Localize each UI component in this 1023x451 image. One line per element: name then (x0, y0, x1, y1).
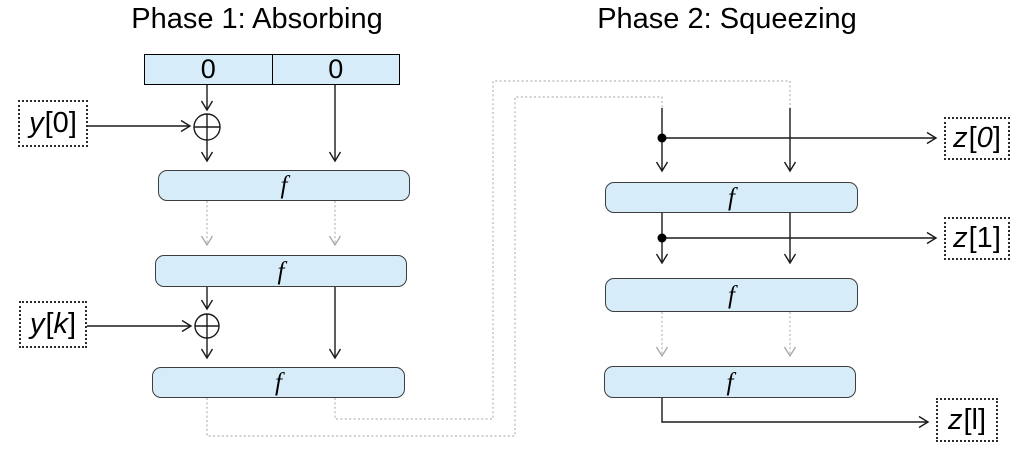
wire-feedback-left (206, 96, 663, 437)
f-label: f (728, 281, 735, 309)
wire-f6-to-zl (661, 398, 930, 429)
f-label: f (280, 172, 288, 199)
f-box-absorb-2: f (155, 255, 407, 287)
xor-icon (194, 313, 220, 339)
label-bracket: [ (963, 403, 972, 436)
label-bracket: [ (968, 222, 977, 254)
label-bracket: ] (68, 308, 77, 340)
absorbing-wires (86, 85, 342, 360)
label-var: z (947, 403, 963, 436)
input-label-y0: y[0] (18, 100, 88, 147)
state-cell-rate: 0 (145, 55, 273, 84)
output-label-z0: z[0] (944, 117, 1010, 160)
initial-state-box: 0 0 (144, 54, 400, 85)
label-bracket: [ (968, 122, 977, 154)
f-box-squeeze-3: f (604, 366, 856, 398)
label-bracket: [ (44, 107, 53, 139)
f-label: f (726, 368, 734, 396)
phase1-title: Phase 1: Absorbing (131, 3, 383, 35)
squeezing-iteration-wires (655, 312, 797, 358)
label-bracket: ] (992, 122, 1001, 154)
label-bracket: ] (992, 222, 1001, 254)
feedback-wires (206, 80, 791, 437)
label-var: y (29, 308, 45, 340)
label-index: k (53, 308, 69, 340)
label-index: 0 (52, 107, 69, 139)
junction-dot (657, 233, 667, 243)
label-index: 1 (976, 222, 993, 254)
label-bracket: ] (977, 403, 987, 436)
label-var: z (953, 122, 968, 154)
label-var: y (29, 107, 44, 139)
f-box-absorb-3: f (152, 367, 405, 398)
f-box-absorb-1: f (158, 170, 410, 201)
output-label-zl: z[l] (936, 398, 998, 442)
wire-feedback-right (334, 80, 791, 420)
input-label-yk: y[k] (19, 301, 87, 348)
absorbing-iteration-wires (200, 201, 342, 247)
xor-icon (193, 113, 221, 141)
label-var: z (953, 222, 968, 254)
label-bracket: [ (45, 308, 54, 340)
f-box-squeeze-2: f (605, 278, 858, 312)
label-bracket: ] (68, 107, 77, 139)
f-label: f (275, 369, 282, 396)
f-box-squeeze-1: f (605, 182, 858, 213)
phase2-title: Phase 2: Squeezing (597, 3, 857, 35)
state-cell-capacity: 0 (328, 54, 344, 84)
output-label-z1: z[1] (944, 217, 1010, 260)
f-label: f (728, 184, 735, 211)
label-index: 0 (976, 122, 993, 154)
junction-dot (657, 133, 667, 143)
label-index: l (971, 403, 978, 436)
f-label: f (277, 257, 285, 285)
